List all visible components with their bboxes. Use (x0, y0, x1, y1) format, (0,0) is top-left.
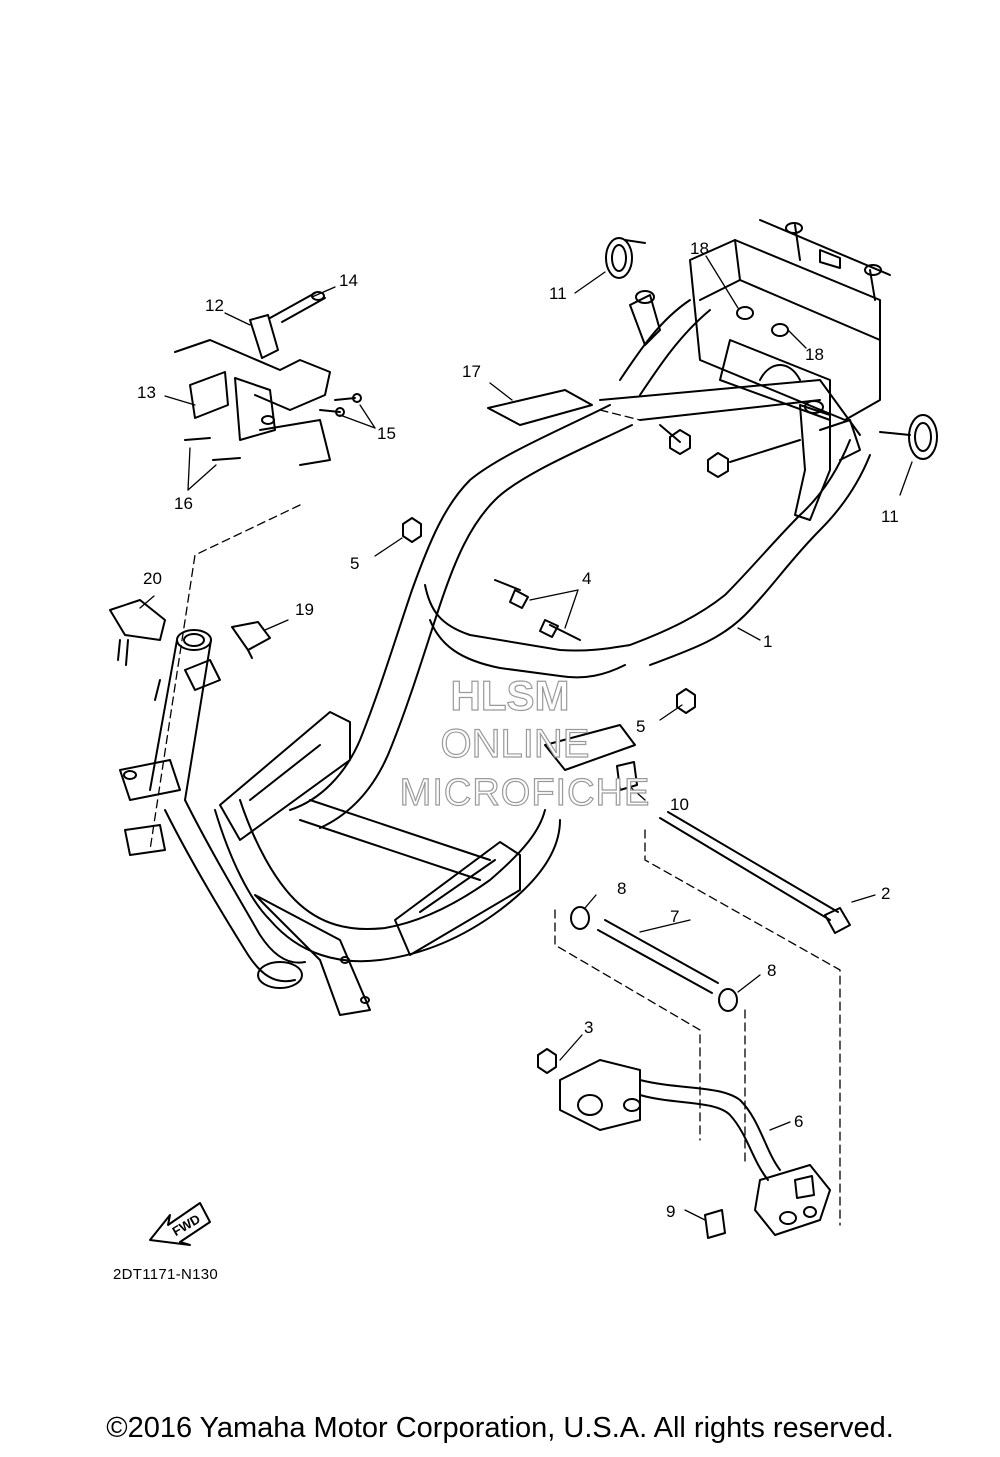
callout-10: 10 (670, 795, 689, 814)
watermark-line-2: ONLINE (440, 721, 590, 766)
bushing-10 (616, 761, 638, 791)
assembly-lines (149, 409, 841, 1226)
main-frame (214, 379, 871, 963)
callout-5a: 5 (350, 554, 360, 573)
down-tube (164, 799, 371, 1016)
callout-9: 9 (666, 1202, 676, 1221)
callout-18a: 18 (690, 239, 709, 258)
callout-5b: 5 (636, 717, 646, 736)
bracket-20 (109, 599, 166, 666)
callout-14: 14 (339, 271, 358, 290)
callout-13: 13 (137, 383, 156, 402)
rear-mount-bracket (619, 219, 891, 521)
callout-11a: 11 (549, 284, 567, 303)
long-bolt-2 (659, 811, 851, 934)
callout-16: 16 (174, 494, 193, 513)
bolts-4 (494, 579, 581, 641)
clip-19 (231, 621, 271, 659)
rear-grommet-right (879, 414, 938, 460)
leader-lines (139, 255, 913, 1221)
callout-17: 17 (462, 362, 481, 381)
callout-8a: 8 (617, 879, 627, 898)
watermark-line-1: HLSM (450, 671, 570, 719)
callout-19: 19 (295, 600, 314, 619)
rear-grommet-left (605, 237, 646, 279)
document-code: 2DT1171-N130 (113, 1266, 219, 1283)
callout-11b: 11 (881, 507, 899, 526)
steering-head-pipe (119, 629, 221, 856)
nut-3 (537, 1048, 557, 1074)
watermark-line-3: MICROFICHE (399, 771, 651, 814)
fwd-label: FWD (170, 1211, 203, 1239)
callout-20: 20 (143, 569, 162, 588)
callout-18b: 18 (805, 345, 824, 364)
nuts-5 (402, 517, 696, 714)
fwd-arrow (149, 1202, 211, 1246)
nuts-rear (659, 424, 801, 478)
callout-1: 1 (763, 632, 773, 651)
callout-8b: 8 (767, 961, 777, 980)
copyright-notice: ©2016 Yamaha Motor Corporation, U.S.A. A… (106, 1412, 894, 1444)
callout-6: 6 (794, 1112, 804, 1131)
collars-and-pipe (570, 906, 738, 1012)
callout-4: 4 (582, 569, 592, 588)
bracket-assembly-12-16 (174, 291, 362, 466)
engine-mount-6 (559, 1059, 831, 1236)
callout-12: 12 (205, 296, 224, 315)
callout-3: 3 (584, 1018, 594, 1037)
rubber-9 (704, 1209, 726, 1239)
callout-15: 15 (377, 424, 396, 443)
label-plate (487, 389, 593, 426)
callout-2: 2 (881, 884, 891, 903)
callout-7: 7 (670, 907, 680, 926)
